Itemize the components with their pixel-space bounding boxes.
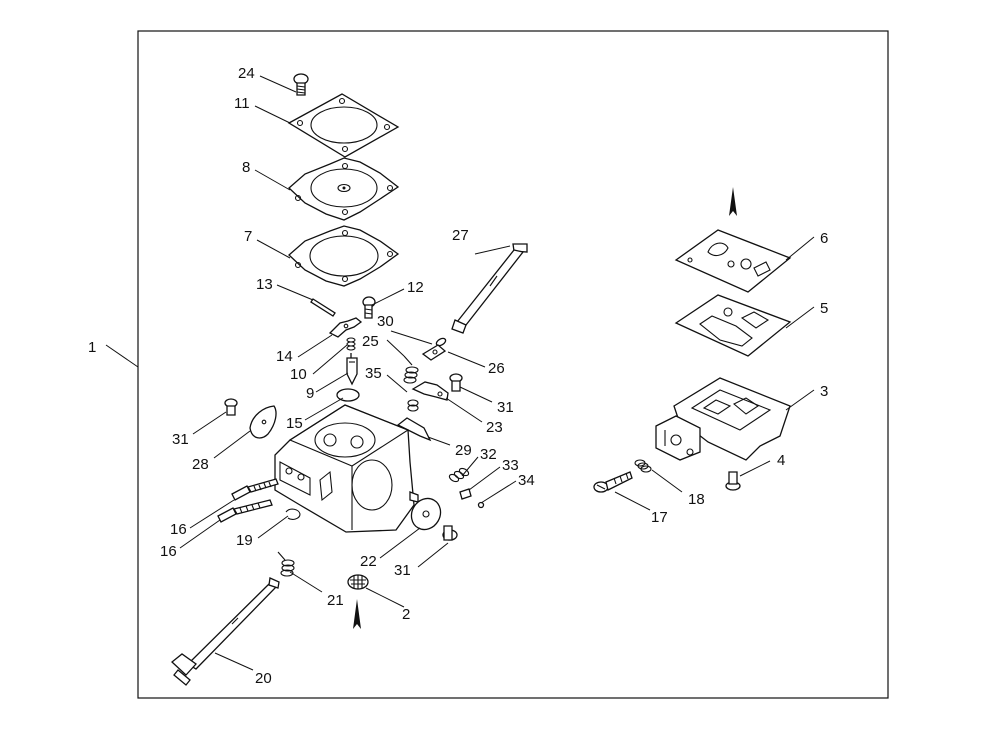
callout-35: 35 — [365, 365, 382, 382]
callout-7: 7 — [244, 228, 252, 245]
assembly-frame — [137, 30, 889, 699]
part-28-plate — [249, 405, 277, 439]
arrow-up-icon — [729, 187, 737, 216]
callout-23: 23 — [486, 419, 503, 436]
callout-3: 3 — [820, 383, 828, 400]
callout-19: 19 — [236, 532, 253, 549]
callout-31-c: 31 — [394, 562, 411, 579]
callout-17: 17 — [651, 509, 668, 526]
part-17-screw — [593, 471, 633, 493]
part-13-pin — [310, 298, 336, 317]
part-35-spring — [407, 399, 419, 412]
callout-14: 14 — [276, 348, 293, 365]
part-12-screw — [362, 296, 376, 319]
callout-32: 32 — [480, 446, 497, 463]
part-7-gasket — [288, 225, 400, 287]
callout-34: 34 — [518, 472, 535, 489]
callout-30: 30 — [377, 313, 394, 330]
part-4-screw — [725, 471, 741, 491]
callout-13: 13 — [256, 276, 273, 293]
callout-labels: 1 2 3 4 5 6 7 8 9 10 11 12 13 14 15 16 1… — [88, 65, 828, 687]
part-27-shaft — [451, 243, 528, 334]
callout-31-a: 31 — [497, 399, 514, 416]
part-25-spring — [403, 355, 419, 384]
callout-20: 20 — [255, 670, 272, 687]
part-31-screw-b — [224, 398, 238, 416]
callout-2: 2 — [402, 606, 410, 623]
callout-21: 21 — [327, 592, 344, 609]
part-5-gasket — [674, 294, 792, 357]
callout-31-b: 31 — [172, 431, 189, 448]
callout-5: 5 — [820, 300, 828, 317]
callout-4: 4 — [777, 452, 785, 469]
callout-15: 15 — [286, 415, 303, 432]
part-18-spring — [634, 459, 652, 473]
callout-24: 24 — [238, 65, 255, 82]
part-10-spring — [346, 337, 356, 351]
callout-18: 18 — [688, 491, 705, 508]
callout-22: 22 — [360, 553, 377, 570]
part-16-mixture-screw-a — [231, 478, 279, 501]
part-6-gasket — [674, 229, 792, 293]
part-31-screw-a — [449, 373, 463, 392]
part-30-clip — [435, 337, 447, 347]
part-29-lever — [396, 417, 432, 442]
callout-11: 11 — [234, 95, 250, 112]
part-16-mixture-screw-b — [217, 499, 273, 523]
part-19-ring — [285, 508, 301, 520]
part-31-screw-c — [442, 525, 458, 541]
callout-33: 33 — [502, 457, 519, 474]
callout-1: 1 — [88, 339, 96, 356]
part-20-shaft — [171, 577, 280, 686]
callout-10: 10 — [290, 366, 307, 383]
callout-29: 29 — [455, 442, 472, 459]
callout-16-a: 16 — [170, 521, 187, 538]
part-21-spring — [277, 551, 295, 577]
callout-25: 25 — [362, 333, 379, 350]
callout-27: 27 — [452, 227, 469, 244]
callout-28: 28 — [192, 456, 209, 473]
callout-26: 26 — [488, 360, 505, 377]
part-14-lever — [328, 317, 363, 338]
part-33-pin — [459, 488, 472, 500]
part-23-lever — [411, 381, 449, 401]
leader-lines — [105, 75, 815, 671]
callout-6: 6 — [820, 230, 828, 247]
callout-8: 8 — [242, 159, 250, 176]
part-32-spring — [448, 467, 470, 483]
callout-9: 9 — [306, 385, 314, 402]
part-11-cover — [287, 93, 400, 158]
part-3-pump-body — [655, 377, 791, 461]
callout-12: 12 — [407, 279, 424, 296]
part-24-screw — [293, 73, 309, 96]
arrow-up-icon-2 — [353, 599, 361, 629]
part-8-diaphragm — [288, 157, 400, 221]
part-22-disc — [410, 497, 442, 531]
part-9-needle — [346, 353, 358, 386]
part-34-ball — [477, 501, 485, 509]
part-2-screen — [347, 574, 369, 590]
callout-16-b: 16 — [160, 543, 177, 560]
part-26-link — [421, 344, 447, 361]
